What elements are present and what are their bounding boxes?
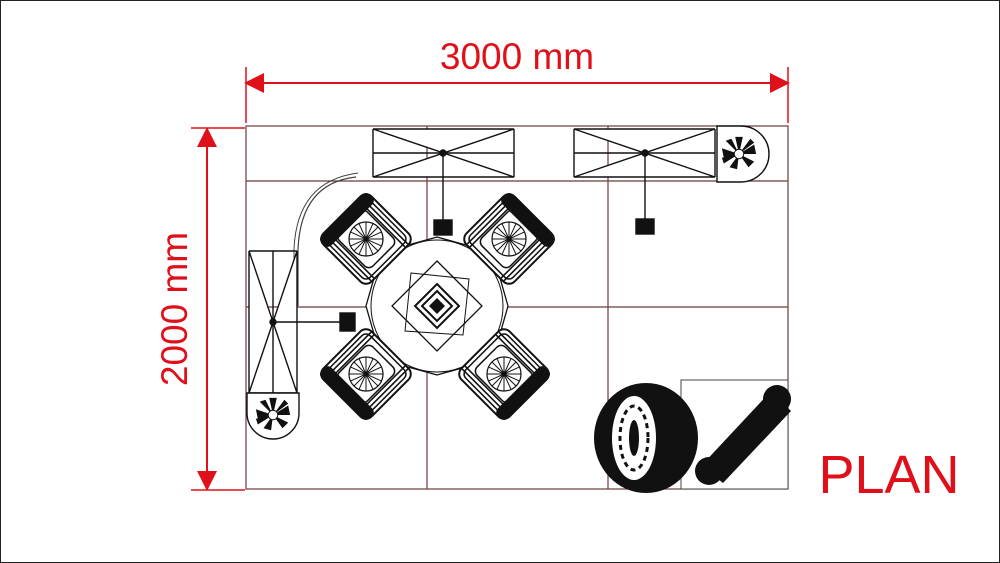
height-label: 2000 mm: [154, 232, 195, 386]
tv-screen-left: [248, 250, 356, 394]
width-dimension: 3000 mm: [244, 36, 790, 123]
height-dimension: 2000 mm: [154, 127, 245, 491]
tyre-stand: [680, 379, 791, 490]
curved-wall: [297, 176, 357, 306]
plant-pot-left: [246, 392, 300, 440]
tyre: [594, 383, 698, 493]
plant-pot-top-right: [716, 125, 770, 183]
width-label: 3000 mm: [440, 36, 594, 77]
round-table: [365, 236, 509, 376]
truss-grid: [245, 125, 789, 490]
tv-screen-top-right: [573, 128, 716, 235]
tv-screen-top-left: [372, 128, 515, 236]
plan-label: PLAN: [818, 445, 959, 505]
